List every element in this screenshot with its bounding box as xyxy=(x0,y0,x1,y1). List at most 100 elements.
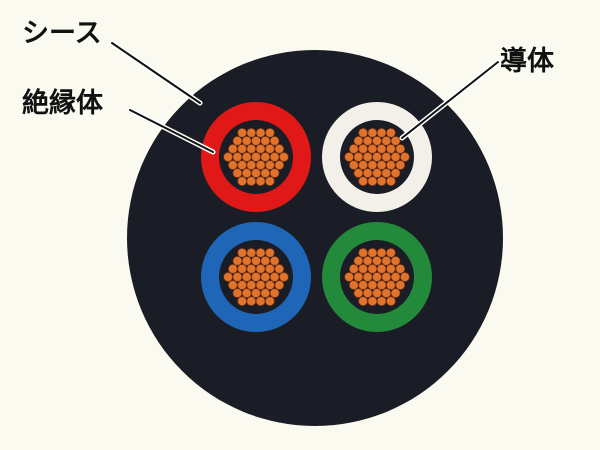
copper-strand xyxy=(367,264,378,274)
copper-strand xyxy=(232,168,243,178)
copper-strand xyxy=(363,136,373,146)
copper-strand xyxy=(367,144,378,154)
copper-strand xyxy=(246,176,257,186)
copper-strand xyxy=(381,272,391,282)
copper-strand xyxy=(260,256,270,266)
copper-strand xyxy=(260,272,270,282)
copper-strand xyxy=(274,264,284,274)
copper-strand xyxy=(269,168,280,178)
copper-strand xyxy=(269,272,280,282)
copper-strand xyxy=(386,160,396,170)
copper-strand xyxy=(274,280,284,290)
copper-strand xyxy=(251,152,261,162)
copper-strand xyxy=(363,168,373,178)
conductor-strands xyxy=(223,248,289,306)
copper-strand xyxy=(274,160,284,170)
copper-strand xyxy=(372,256,382,266)
copper-strand xyxy=(386,264,396,274)
copper-strand xyxy=(242,136,252,146)
copper-strand xyxy=(251,288,261,298)
copper-strand xyxy=(395,280,405,290)
copper-strand xyxy=(376,160,387,170)
copper-strand xyxy=(367,128,378,138)
copper-strand xyxy=(349,160,359,170)
conductor-label: 導体 xyxy=(500,45,555,77)
conductor-strands xyxy=(344,248,410,306)
copper-strand xyxy=(237,280,247,290)
copper-strand xyxy=(255,296,266,306)
copper-strand xyxy=(381,168,391,178)
copper-strand xyxy=(269,288,280,298)
copper-strand xyxy=(255,280,266,290)
copper-strand xyxy=(376,144,387,154)
copper-strand xyxy=(376,128,387,138)
copper-strand xyxy=(269,256,280,266)
copper-strand xyxy=(269,136,280,146)
copper-strand xyxy=(232,152,243,162)
copper-strand xyxy=(358,144,368,154)
copper-strand xyxy=(381,288,391,298)
insulator-label: 絶縁体 xyxy=(22,87,104,119)
copper-strand xyxy=(400,272,410,282)
copper-strand xyxy=(223,152,233,162)
copper-strand xyxy=(232,288,243,298)
copper-strand xyxy=(255,160,266,170)
copper-strand xyxy=(265,248,275,258)
copper-strand xyxy=(344,152,354,162)
copper-strand xyxy=(255,144,266,154)
copper-strand xyxy=(358,248,368,258)
copper-strand xyxy=(255,264,266,274)
copper-strand xyxy=(349,144,359,154)
copper-strand xyxy=(353,136,364,146)
conductor-strands xyxy=(223,128,289,186)
conductor-strands xyxy=(344,128,410,186)
copper-strand xyxy=(255,248,266,258)
copper-strand xyxy=(269,152,280,162)
copper-strand xyxy=(265,128,275,138)
copper-strand xyxy=(372,168,382,178)
copper-strand xyxy=(260,152,270,162)
copper-strand xyxy=(237,144,247,154)
copper-strand xyxy=(228,280,238,290)
copper-strand xyxy=(265,296,275,306)
copper-strand xyxy=(237,296,247,306)
copper-strand xyxy=(246,280,257,290)
copper-strand xyxy=(265,264,275,274)
core-white xyxy=(322,102,432,212)
copper-strand xyxy=(381,136,391,146)
copper-strand xyxy=(274,144,284,154)
copper-strand xyxy=(242,272,252,282)
copper-strand xyxy=(251,272,261,282)
copper-strand xyxy=(251,256,261,266)
sheath-leader-line xyxy=(111,42,201,104)
copper-strand xyxy=(265,280,275,290)
copper-strand xyxy=(265,144,275,154)
copper-strand xyxy=(376,248,387,258)
copper-strand xyxy=(386,176,396,186)
copper-strand xyxy=(265,176,275,186)
copper-strand xyxy=(279,272,289,282)
copper-strand xyxy=(372,288,382,298)
copper-strand xyxy=(367,248,378,258)
copper-strand xyxy=(232,136,243,146)
copper-strand xyxy=(260,288,270,298)
copper-strand xyxy=(372,152,382,162)
copper-strand xyxy=(242,288,252,298)
copper-strand xyxy=(363,256,373,266)
copper-strand xyxy=(242,168,252,178)
copper-strand xyxy=(246,296,257,306)
copper-strand xyxy=(381,256,391,266)
copper-strand xyxy=(353,168,364,178)
copper-strand xyxy=(246,128,257,138)
copper-strand xyxy=(228,264,238,274)
copper-strand xyxy=(390,288,401,298)
copper-strand xyxy=(344,272,354,282)
copper-strand xyxy=(395,144,405,154)
copper-strand xyxy=(376,264,387,274)
copper-strand xyxy=(390,152,401,162)
copper-strand xyxy=(363,272,373,282)
copper-strand xyxy=(381,152,391,162)
copper-strand xyxy=(255,128,266,138)
copper-strand xyxy=(376,176,387,186)
